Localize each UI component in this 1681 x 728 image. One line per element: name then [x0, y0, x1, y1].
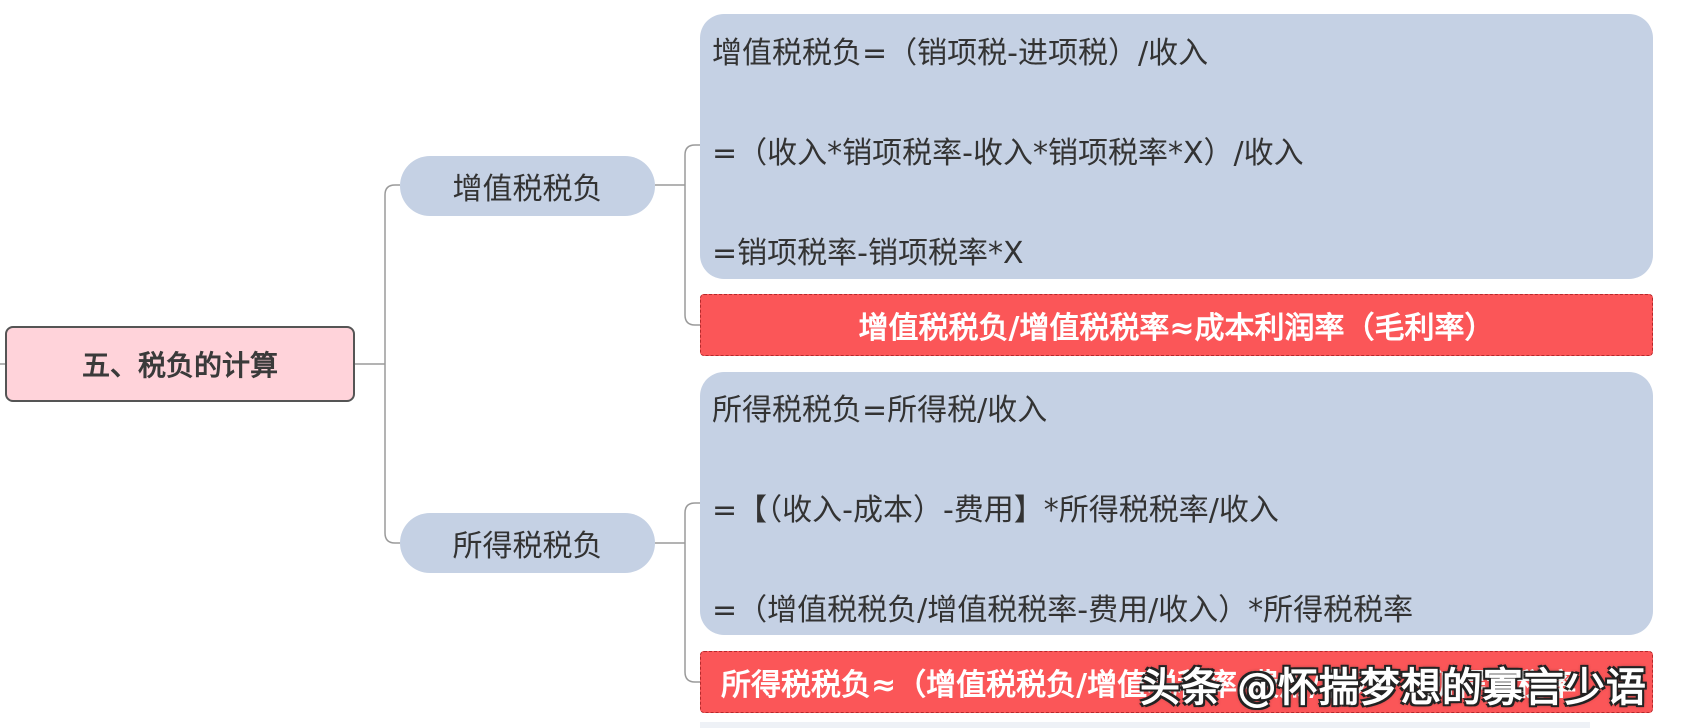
watermark-text: 头条 @怀揣梦想的寡言少语 [1140, 665, 1647, 711]
formula-line: 所得税税负=所得税/收入 [712, 393, 1048, 428]
formula-line: =（增值税税负/增值税税率-费用/收入）*所得税税率 [712, 593, 1414, 628]
formula-line: 增值税税负=（销项税-进项税）/收入 [712, 36, 1209, 71]
root-node-label: 五、税负的计算 [81, 349, 278, 382]
formula-line: =【（收入-成本）-费用】*所得税税率/收入 [712, 493, 1279, 528]
branch-node-label: 增值税税负 [452, 172, 603, 207]
connector-vat-trunk [684, 144, 700, 326]
formula-box-vat[interactable]: 增值税税负=（销项税-进项税）/收入 =（收入*销项税率-收入*销项税率*X）/… [700, 14, 1653, 279]
conclusion-box-income-tax[interactable]: 所得税税负≈（增值税税负/增值税税率-费用/收入）*所得税税率 [700, 651, 1653, 713]
formula-line: =（收入*销项税率-收入*销项税率*X）/收入 [712, 136, 1304, 171]
branch-node-income-tax-burden[interactable]: 所得税税负 [400, 513, 655, 573]
connector-root-trunk [384, 184, 400, 544]
conclusion-text: 增值税税负/增值税税率≈成本利润率（毛利率） [858, 311, 1495, 346]
branch-node-vat-burden[interactable]: 增值税税负 [400, 156, 655, 216]
conclusion-text: 所得税税负≈（增值税税负/增值税税率-费用/收入）*所得税税率 [721, 668, 1577, 703]
conclusion-box-vat[interactable]: 增值税税负/增值税税率≈成本利润率（毛利率） [700, 294, 1653, 356]
root-node-tax-burden-calculation[interactable]: 五、税负的计算 [5, 326, 355, 402]
formula-box-income-tax[interactable]: 所得税税负=所得税/收入 =【（收入-成本）-费用】*所得税税率/收入 =（增值… [700, 372, 1653, 635]
connector-it-trunk [684, 502, 700, 683]
branch-node-label: 所得税税负 [452, 529, 603, 564]
bottom-strip [700, 722, 1590, 728]
formula-line: =销项税率-销项税率*X [712, 236, 1024, 271]
